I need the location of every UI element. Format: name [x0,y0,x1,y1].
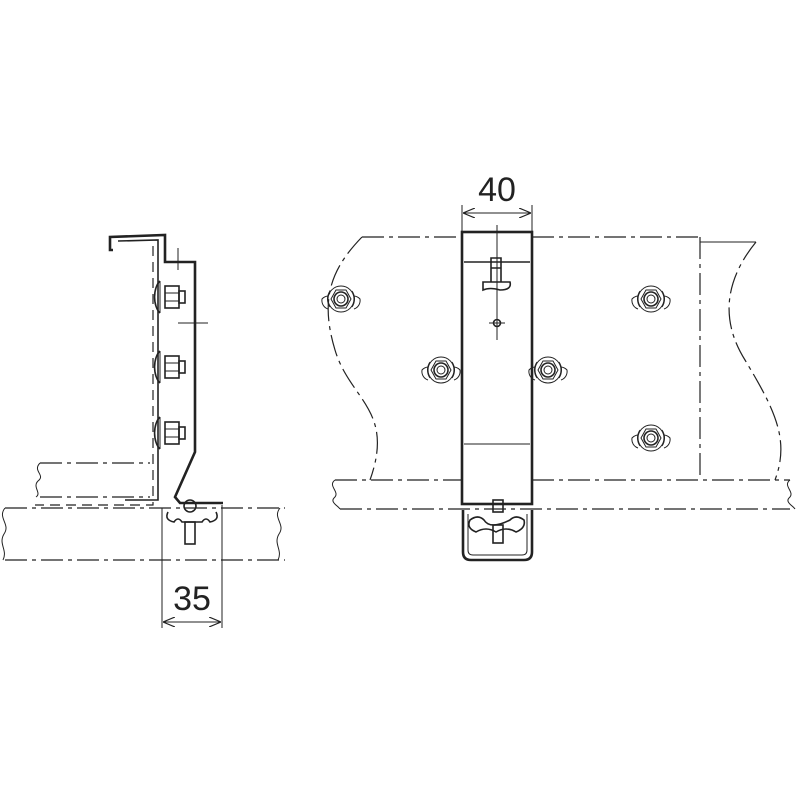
side-bolt-3 [153,416,186,450]
dimension-40: 40 [461,171,533,232]
front-bolt-4 [631,285,671,313]
dimension-label-35: 35 [173,580,211,618]
dimension-35: 35 [161,505,223,628]
base-tray-section [1,507,285,561]
bottom-clip [461,499,534,562]
side-bolt-1 [153,280,186,314]
tray-panel-outline [327,236,796,510]
bracket-profile [35,233,223,506]
bracket-front [460,225,534,506]
front-bolt-3 [528,356,568,384]
side-view: 35 [1,233,285,628]
side-bolt-2 [153,350,186,384]
front-view: 40 [321,171,796,562]
front-bolt-5 [631,424,671,452]
clip-screw [166,499,218,545]
dimension-label-40: 40 [478,171,516,209]
front-bolt-2 [421,356,461,384]
upper-tray-section [35,462,150,498]
